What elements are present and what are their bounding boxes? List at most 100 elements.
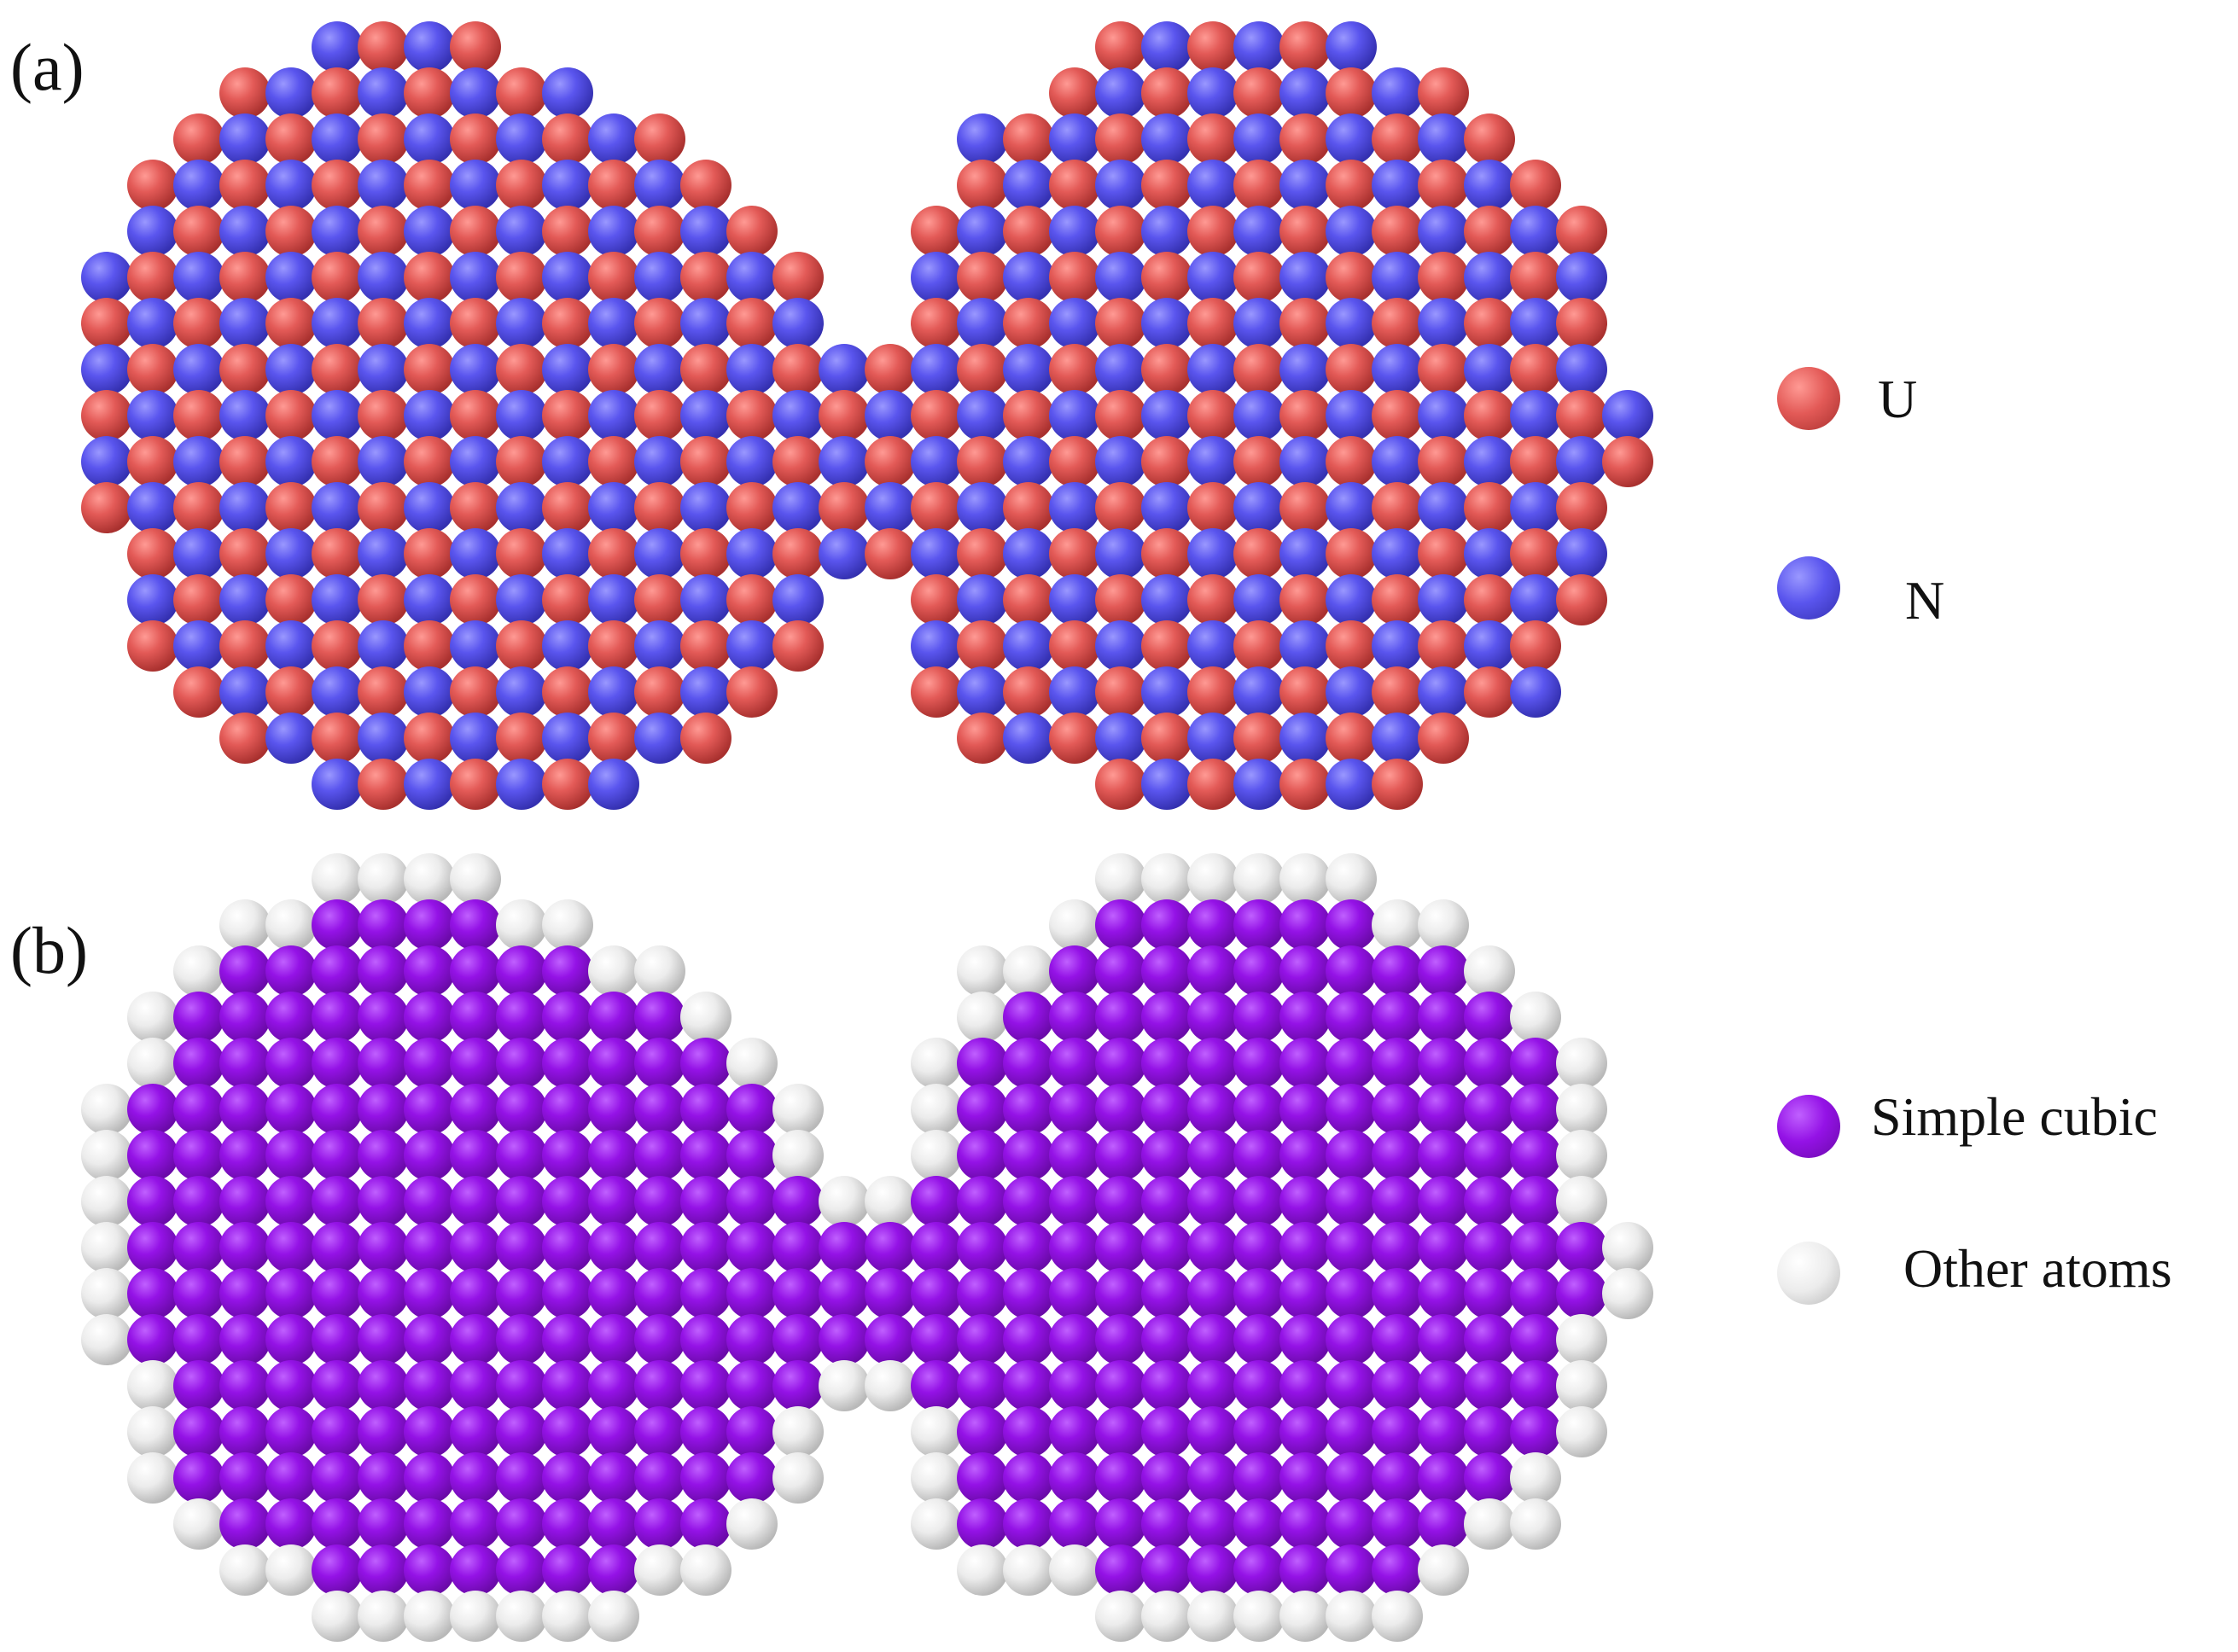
nitrogen-atom [1372, 713, 1423, 764]
nitrogen-atom [219, 574, 271, 625]
nitrogen-atom [81, 252, 132, 303]
simple-cubic-atom [358, 1314, 409, 1365]
simple-cubic-sphere-icon [1777, 1095, 1840, 1158]
uranium-atom [680, 436, 731, 487]
simple-cubic-atom [1418, 1038, 1469, 1089]
nitrogen-atom [588, 666, 639, 718]
nitrogen-atom [588, 574, 639, 625]
simple-cubic-atom [1418, 1406, 1469, 1457]
nitrogen-atom [772, 298, 824, 349]
nitrogen-atom [358, 528, 409, 579]
simple-cubic-atom [496, 1498, 547, 1550]
simple-cubic-atom [496, 945, 547, 997]
nitrogen-atom [1095, 436, 1146, 487]
other-atom [911, 1406, 962, 1457]
simple-cubic-atom [1464, 1084, 1515, 1135]
nitrogen-atom [265, 528, 317, 579]
simple-cubic-atom [450, 1038, 501, 1089]
uranium-atom [1141, 436, 1192, 487]
uranium-atom [450, 206, 501, 257]
uranium-atom [127, 528, 178, 579]
uranium-atom [1510, 528, 1561, 579]
simple-cubic-atom [496, 1222, 547, 1273]
nitrogen-atom [312, 390, 363, 441]
nitrogen-atom [265, 252, 317, 303]
other-atom [312, 853, 363, 905]
simple-cubic-atom [1279, 1222, 1331, 1273]
nitrogen-atom [404, 206, 455, 257]
nitrogen-atom [312, 21, 363, 73]
uranium-atom [127, 160, 178, 211]
nitrogen-atom [219, 666, 271, 718]
simple-cubic-atom [1049, 1176, 1100, 1227]
simple-cubic-atom [1510, 1176, 1561, 1227]
simple-cubic-atom [634, 1498, 685, 1550]
simple-cubic-atom [1095, 1038, 1146, 1089]
simple-cubic-atom [772, 1268, 824, 1319]
nitrogen-atom [588, 759, 639, 810]
simple-cubic-atom [404, 1176, 455, 1227]
nitrogen-atom [358, 160, 409, 211]
simple-cubic-atom [634, 992, 685, 1043]
nitrogen-atom [312, 206, 363, 257]
nitrogen-atom [450, 67, 501, 119]
other-atom [1141, 853, 1192, 905]
other-atom [680, 1544, 731, 1596]
nitrogen-atom [1279, 713, 1331, 764]
nitrogen-atom [819, 528, 870, 579]
other-atom [634, 945, 685, 997]
simple-cubic-atom [450, 992, 501, 1043]
simple-cubic-atom [1003, 1360, 1054, 1411]
nitrogen-atom [1602, 390, 1653, 441]
simple-cubic-atom [726, 1360, 778, 1411]
uranium-atom [1187, 759, 1238, 810]
nitrogen-atom [127, 298, 178, 349]
simple-cubic-atom [358, 1222, 409, 1273]
simple-cubic-atom [404, 1130, 455, 1181]
uranium-atom [127, 436, 178, 487]
simple-cubic-atom [1049, 945, 1100, 997]
simple-cubic-atom [1418, 1222, 1469, 1273]
simple-cubic-atom [1372, 945, 1423, 997]
simple-cubic-atom [634, 1314, 685, 1365]
simple-cubic-atom [173, 1176, 224, 1227]
simple-cubic-atom [358, 1130, 409, 1181]
uranium-atom [1187, 298, 1238, 349]
simple-cubic-atom [1279, 1314, 1331, 1365]
simple-cubic-atom [1049, 1268, 1100, 1319]
nitrogen-atom [1510, 206, 1561, 257]
other-atom [358, 1591, 409, 1642]
other-atom [819, 1360, 870, 1411]
nitrogen-atom [1141, 759, 1192, 810]
nitrogen-atom [865, 390, 916, 441]
nitrogen-atom [1372, 67, 1423, 119]
simple-cubic-atom [1279, 1498, 1331, 1550]
simple-cubic-atom [1095, 1452, 1146, 1504]
simple-cubic-atom [865, 1268, 916, 1319]
simple-cubic-atom [173, 1406, 224, 1457]
nitrogen-atom [542, 528, 593, 579]
uranium-atom [1233, 713, 1285, 764]
nitrogen-atom [1095, 528, 1146, 579]
uranium-atom [1556, 574, 1607, 625]
simple-cubic-atom [726, 1268, 778, 1319]
other-atom [911, 1130, 962, 1181]
simple-cubic-atom [404, 1268, 455, 1319]
nitrogen-atom [634, 713, 685, 764]
uranium-atom [1049, 160, 1100, 211]
simple-cubic-atom [542, 1406, 593, 1457]
uranium-atom [1372, 482, 1423, 533]
nitrogen-atom [726, 252, 778, 303]
uranium-atom [911, 390, 962, 441]
nitrogen-atom [542, 713, 593, 764]
simple-cubic-atom [1049, 1130, 1100, 1181]
simple-cubic-atom [957, 1176, 1008, 1227]
uranium-atom [1003, 298, 1054, 349]
other-atom [1556, 1314, 1607, 1365]
uranium-atom [1141, 160, 1192, 211]
nitrogen-atom [312, 666, 363, 718]
simple-cubic-atom [1233, 1084, 1285, 1135]
simple-cubic-atom [1233, 1176, 1285, 1227]
simple-cubic-atom [588, 1498, 639, 1550]
nitrogen-atom [1510, 482, 1561, 533]
